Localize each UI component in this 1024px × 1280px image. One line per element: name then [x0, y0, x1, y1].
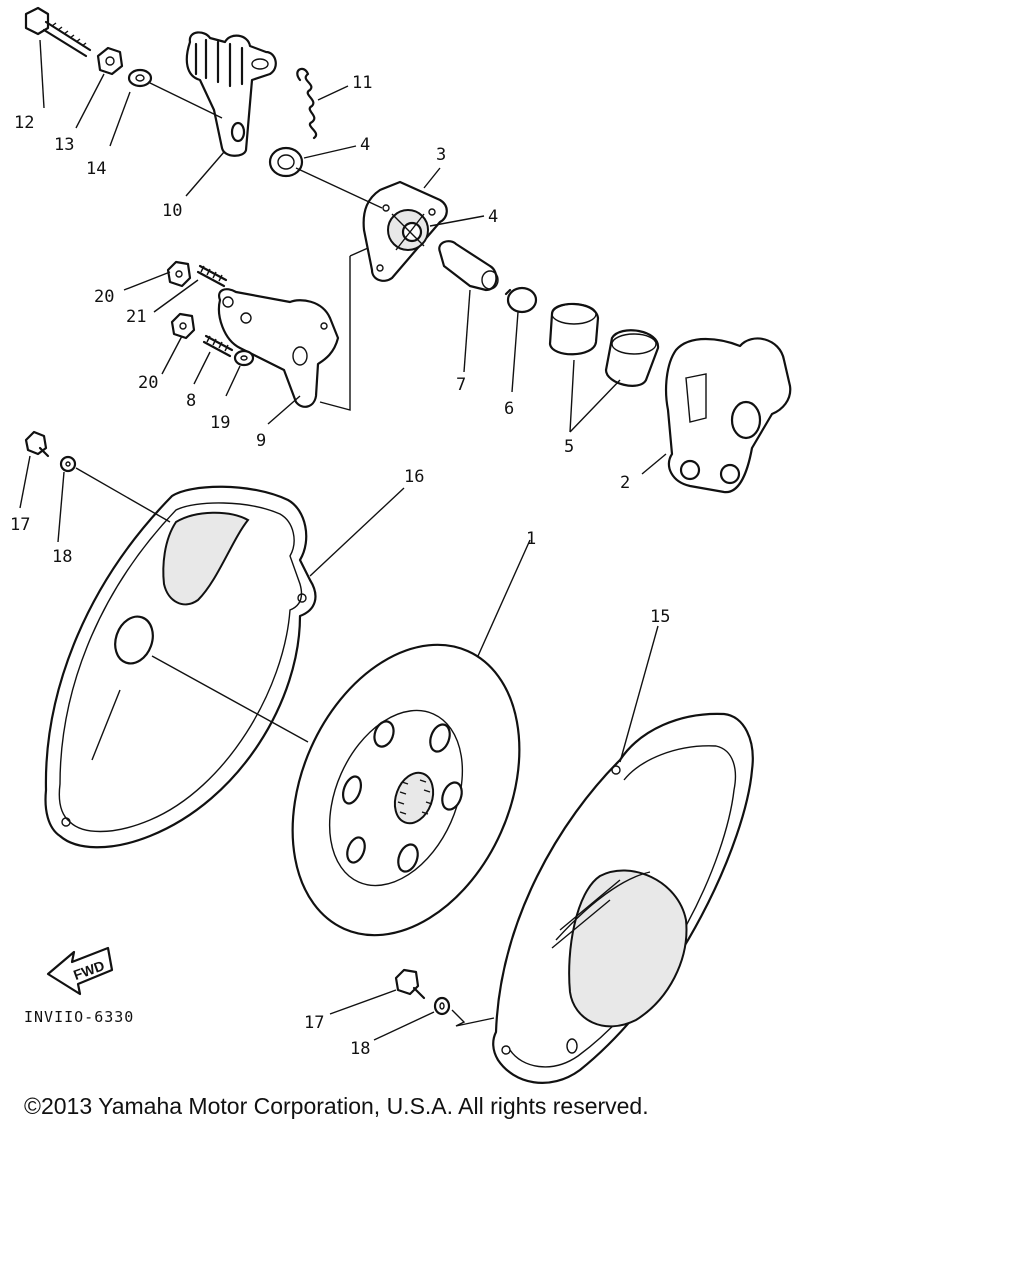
callout-4-lower: 4 — [488, 207, 498, 227]
part-7-cam-shaft — [438, 240, 499, 292]
part-16-disc-cover — [44, 485, 317, 849]
callout-2: 2 — [620, 473, 630, 493]
part-20-nut-lower — [170, 312, 196, 340]
part-14-washer — [127, 68, 153, 88]
callout-21: 21 — [126, 307, 146, 327]
part-20-nut-upper — [166, 260, 192, 288]
callout-19: 19 — [210, 413, 230, 433]
part-21-stud — [196, 264, 228, 288]
callout-15: 15 — [650, 607, 670, 627]
copyright-text: ©2013 Yamaha Motor Corporation, U.S.A. A… — [24, 1093, 649, 1119]
part-10-lever — [185, 31, 277, 157]
callout-20-lower: 20 — [138, 373, 158, 393]
callout-20-upper: 20 — [94, 287, 114, 307]
part-12-bolt — [24, 6, 92, 58]
leader-lines — [19, 39, 667, 1041]
callout-numbers: 12 13 14 10 11 4 3 4 20 21 20 8 19 9 7 6… — [10, 73, 670, 1059]
callout-8: 8 — [186, 391, 196, 411]
part-17-bolt-upper — [24, 430, 50, 458]
part-1-brake-disc — [291, 643, 521, 937]
callout-16: 16 — [404, 467, 424, 487]
part-15-disc-cover — [492, 712, 754, 1084]
part-6-plug — [504, 286, 538, 314]
fwd-arrow-icon: FWD — [46, 946, 114, 996]
part-5-piston — [548, 302, 660, 387]
part-3-cover — [362, 180, 448, 282]
part-11-spring — [296, 67, 318, 140]
part-18-washer-lower — [433, 996, 451, 1016]
callout-4-upper: 4 — [360, 135, 370, 155]
part-4-seal-upper — [268, 146, 304, 178]
callout-10: 10 — [162, 201, 182, 221]
part-17-bolt-lower — [394, 968, 426, 1000]
part-9-bracket — [217, 288, 340, 408]
callout-6: 6 — [504, 399, 514, 419]
part-2-caliper — [665, 337, 792, 494]
callout-7: 7 — [456, 375, 466, 395]
callout-17-lower: 17 — [304, 1013, 324, 1033]
callout-18-upper: 18 — [52, 547, 72, 567]
callout-13: 13 — [54, 135, 74, 155]
callout-14: 14 — [86, 159, 106, 179]
callout-17-upper: 17 — [10, 515, 30, 535]
callout-3: 3 — [436, 145, 446, 165]
part-19-washer — [233, 349, 255, 367]
part-18-washer-upper — [59, 455, 77, 473]
callout-11: 11 — [352, 73, 372, 93]
callout-18-lower: 18 — [350, 1039, 370, 1059]
callout-1: 1 — [526, 529, 536, 549]
callout-12: 12 — [14, 113, 34, 133]
callout-9: 9 — [256, 431, 266, 451]
part-13-nut — [96, 46, 124, 76]
part-8-stud — [202, 334, 234, 358]
callout-5: 5 — [564, 437, 574, 457]
drawing-code: INVIIO-6330 — [24, 1008, 134, 1026]
